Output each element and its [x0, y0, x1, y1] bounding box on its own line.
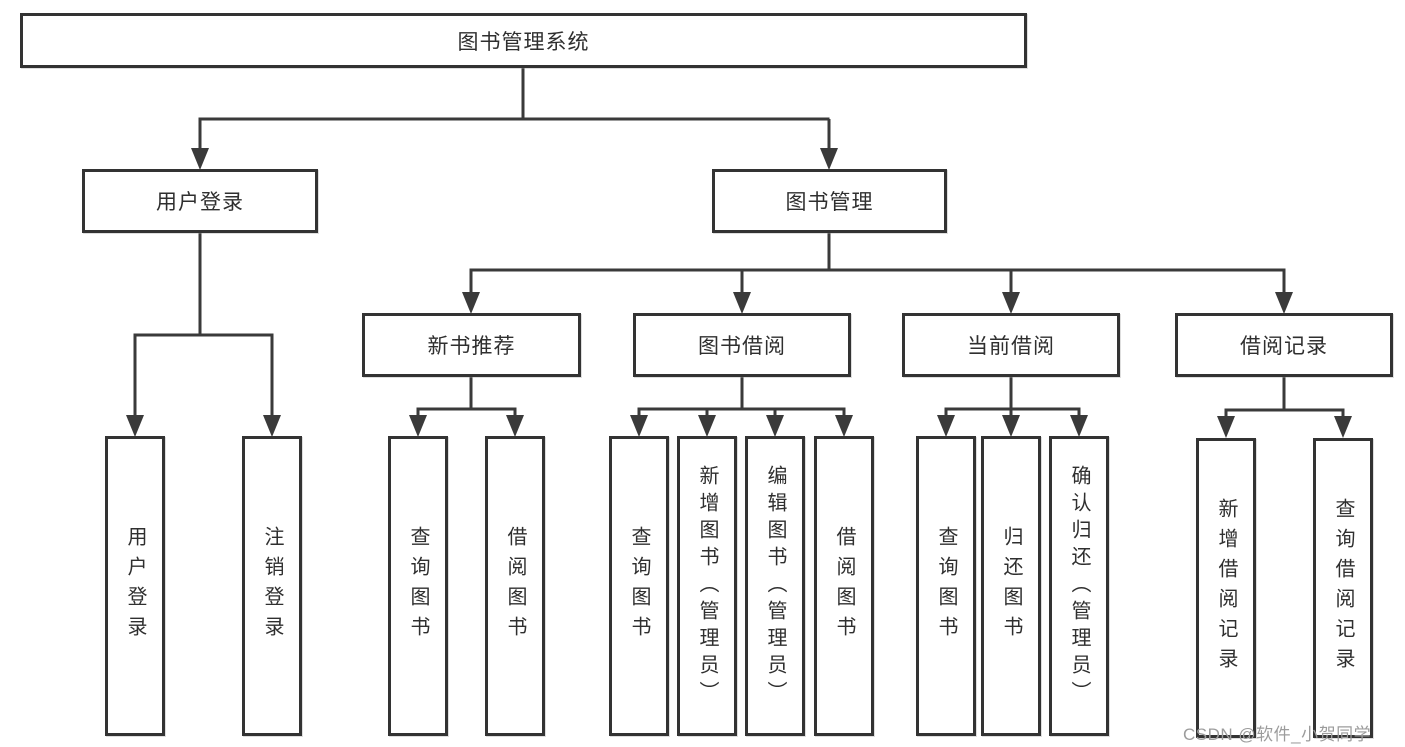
leaf-newbook-borrow-books: 借阅图书 — [485, 436, 545, 736]
leaf-current-query-books-label: 查询图书 — [935, 526, 957, 646]
node-book-management: 图书管理 — [712, 169, 947, 233]
leaf-borrow-query-books-label: 查询图书 — [628, 526, 650, 646]
leaf-add-books-admin-label: 新增图书（管理员） — [696, 464, 718, 708]
node-user-login: 用户登录 — [82, 169, 318, 233]
node-current-borrow: 当前借阅 — [902, 313, 1120, 377]
leaf-user-login-label: 用户登录 — [124, 526, 146, 646]
leaf-borrow-books: 借阅图书 — [814, 436, 874, 736]
leaf-edit-books-admin: 编辑图书（管理员） — [745, 436, 805, 736]
leaf-add-borrow-record-label: 新增借阅记录 — [1215, 498, 1237, 678]
node-new-book-recommend: 新书推荐 — [362, 313, 581, 377]
leaf-edit-books-admin-label: 编辑图书（管理员） — [764, 464, 786, 708]
leaf-newbook-borrow-books-label: 借阅图书 — [504, 526, 526, 646]
node-borrow-records: 借阅记录 — [1175, 313, 1393, 377]
leaf-add-borrow-record: 新增借阅记录 — [1196, 438, 1256, 738]
leaf-user-login: 用户登录 — [105, 436, 165, 736]
leaf-query-borrow-record-label: 查询借阅记录 — [1332, 498, 1354, 678]
node-root: 图书管理系统 — [20, 13, 1027, 68]
leaf-logout: 注销登录 — [242, 436, 302, 736]
leaf-borrow-query-books: 查询图书 — [609, 436, 669, 736]
csdn-watermark: CSDN @软件_小贺同学 — [1183, 725, 1372, 744]
leaf-borrow-books-label: 借阅图书 — [833, 526, 855, 646]
leaf-current-query-books: 查询图书 — [916, 436, 976, 736]
leaf-return-books: 归还图书 — [981, 436, 1041, 736]
leaf-confirm-return-admin: 确认归还（管理员） — [1049, 436, 1109, 736]
leaf-add-books-admin: 新增图书（管理员） — [677, 436, 737, 736]
leaf-newbook-query-books-label: 查询图书 — [407, 526, 429, 646]
leaf-confirm-return-admin-label: 确认归还（管理员） — [1068, 464, 1090, 708]
node-book-borrow: 图书借阅 — [633, 313, 851, 377]
leaf-newbook-query-books: 查询图书 — [388, 436, 448, 736]
leaf-logout-label: 注销登录 — [261, 526, 283, 646]
leaf-return-books-label: 归还图书 — [1000, 526, 1022, 646]
leaf-query-borrow-record: 查询借阅记录 — [1313, 438, 1373, 738]
